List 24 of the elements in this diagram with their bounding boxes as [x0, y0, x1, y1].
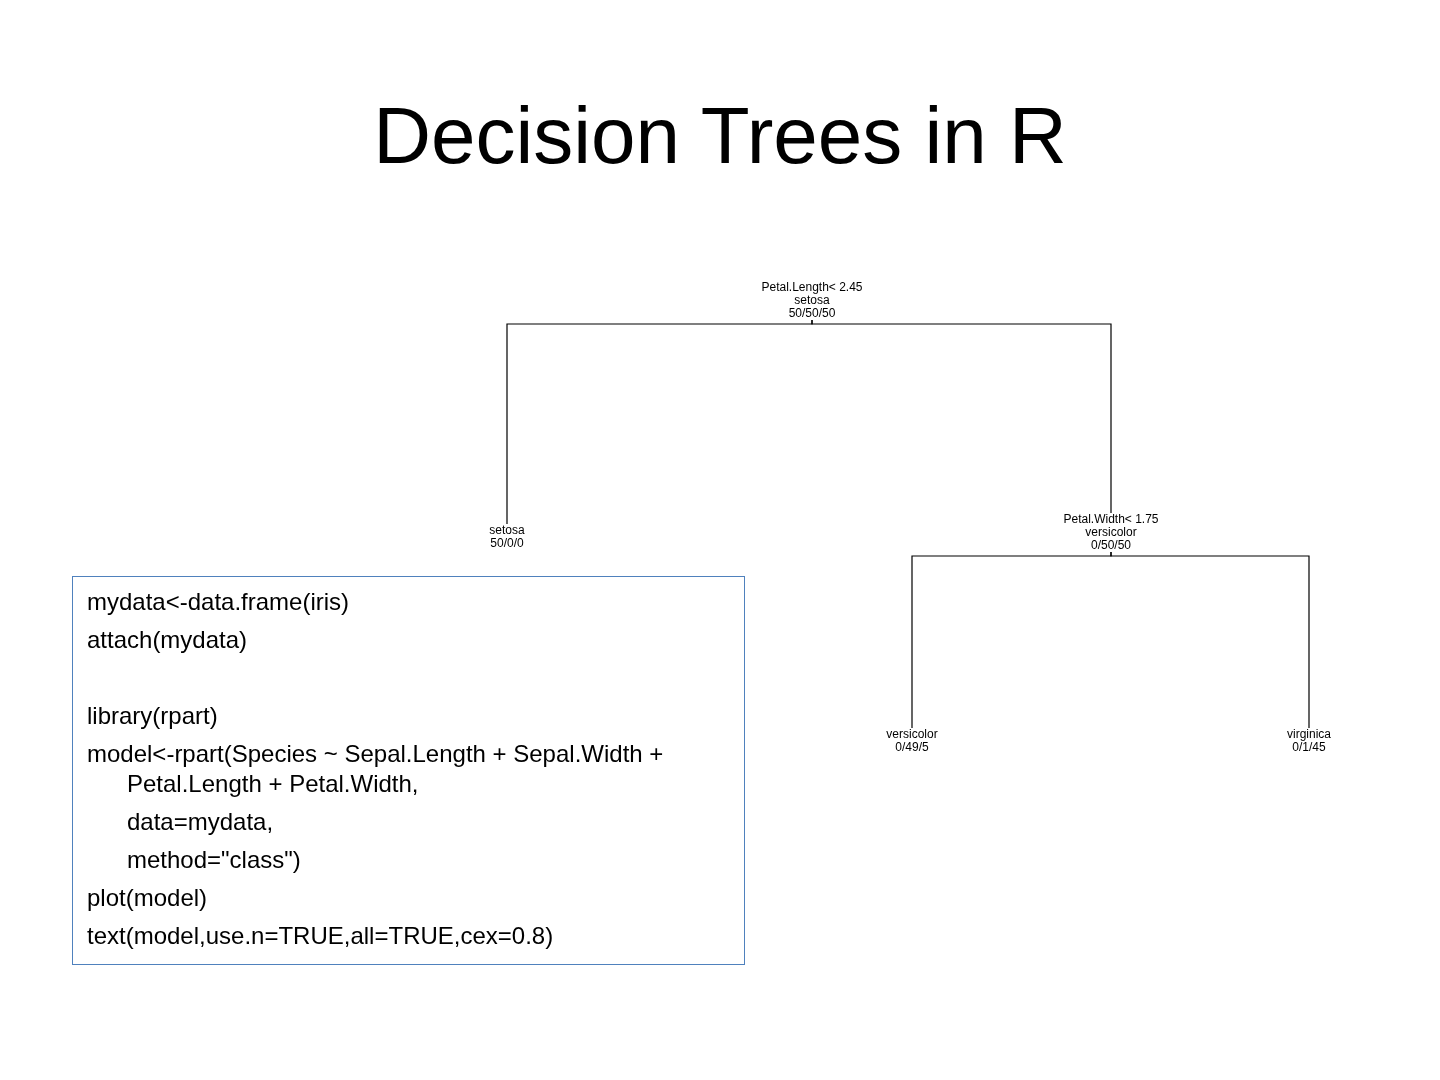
- code-line: data=mydata,: [126, 807, 275, 837]
- tree-branch-line: [811, 319, 1112, 514]
- code-line: mydata<-data.frame(iris): [87, 587, 351, 617]
- code-line: text(model,use.n=TRUE,all=TRUE,cex=0.8): [87, 921, 555, 951]
- count-label: 50/50/50: [788, 307, 836, 320]
- code-line: library(rpart): [87, 701, 219, 731]
- class-label: versicolor: [886, 728, 938, 741]
- count-label: 0/50/50: [1090, 539, 1131, 552]
- code-box: [72, 576, 745, 965]
- class-label: setosa: [489, 524, 525, 537]
- count-label: 50/0/0: [490, 537, 524, 550]
- count-label: 0/1/45: [1292, 741, 1326, 754]
- tree-branch-line: [1110, 551, 1310, 729]
- split-label: Petal.Width< 1.75: [1063, 513, 1159, 526]
- code-line: attach(mydata): [87, 625, 249, 655]
- code-line: plot(model): [87, 883, 209, 913]
- class-label: setosa: [794, 294, 830, 307]
- class-label: versicolor: [1085, 526, 1137, 539]
- code-line: model<-rpart(Species ~ Sepal.Length + Sepal.Width + Petal.Length + Petal.Width,: [87, 739, 665, 799]
- split-label: Petal.Length< 2.45: [761, 281, 863, 294]
- count-label: 0/49/5: [895, 741, 929, 754]
- class-label: virginica: [1287, 728, 1331, 741]
- slide-title: Decision Trees in R: [372, 90, 1068, 182]
- code-line: method="class"): [126, 845, 302, 875]
